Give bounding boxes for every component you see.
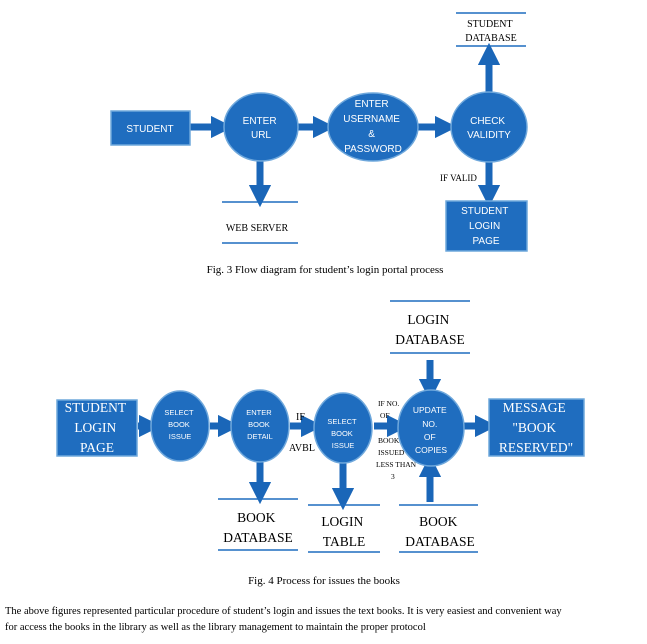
book-database-store-1: BOOK DATABASE	[218, 498, 298, 551]
enter-detail-line1: ENTER	[246, 408, 272, 417]
svg-text:STUDENT DATABASE: STUDENT DATABASE	[465, 19, 516, 44]
cond-line3: BOOK	[378, 436, 400, 445]
enter-url-line1: ENTER	[243, 116, 277, 127]
f4-login-page-line3: PAGE	[80, 440, 114, 455]
credentials-line4: PASSWORD	[344, 144, 402, 155]
book-db1-line1: BOOK	[237, 510, 276, 525]
update-line2: NO.	[422, 419, 437, 429]
update-line4: COPIES	[415, 445, 447, 455]
student-login-page-box-2	[56, 399, 138, 457]
svg-text:STUDENT LOGIN PAGE: STUDENT LOGIN PAGE	[461, 206, 511, 247]
svg-text:ENTER USERNAME &: ENTER USERNAME & PASSWORD	[343, 99, 402, 155]
student-login-page-box	[445, 200, 528, 252]
svg-text:WEB SERVER: WEB SERVER	[226, 223, 289, 234]
svg-text:STUDENT LOGIN PAGE: STUDENT LOGIN PAGE	[65, 400, 130, 455]
book-db2-line2: DATABASE	[405, 534, 474, 549]
svg-text:BOOK DATABASE: BOOK DATABASE	[405, 514, 474, 549]
validity-line1: CHECK	[470, 116, 505, 127]
svg-text:SELECT BOOK ISSUE: SELECT BOOK ISSUE	[164, 408, 195, 441]
book-database-store-2: BOOK DATABASE	[399, 504, 478, 553]
enter-url-process	[223, 92, 299, 162]
body-paragraph: The above figures represented particular…	[5, 604, 645, 636]
svg-text:UPDATE NO. OF: UPDATE NO. OF COPIES	[413, 405, 449, 455]
book-db2-line1: BOOK	[419, 514, 458, 529]
paragraph-line-1: The above figures represented particular…	[5, 606, 562, 617]
update-line1: UPDATE	[413, 405, 447, 415]
fig3-diagram: STUDENT ENTER URL ENTER USERNAME & PASSW…	[110, 12, 528, 276]
select-line2: BOOK	[168, 420, 190, 429]
enter-detail-line2: BOOK	[248, 420, 270, 429]
fig4-caption: Fig. 4 Process for issues the books	[248, 575, 400, 587]
svg-text:LOGIN TABLE: LOGIN TABLE	[321, 514, 366, 549]
login-table-store: LOGIN TABLE	[308, 504, 380, 553]
svg-text:CHECK VALIDITY: CHECK VALIDITY	[467, 116, 511, 141]
enter-credentials-process	[327, 92, 419, 162]
f4-login-page-line2: LOGIN	[74, 420, 116, 435]
select2-line1: SELECT	[327, 417, 357, 426]
credentials-line1: ENTER	[355, 99, 389, 110]
select2-line2: BOOK	[331, 429, 353, 438]
web-server-store: WEB SERVER	[222, 201, 298, 244]
if-valid-label: IF VALID	[440, 173, 477, 183]
message-box	[488, 398, 585, 457]
cond-line5: LESS THAN	[376, 460, 417, 469]
avbl-label: AVBL	[289, 443, 315, 454]
if-label: IF	[296, 412, 305, 423]
login-page-line2: LOGIN	[469, 221, 500, 232]
cond-line6: 3	[391, 472, 395, 481]
update-line3: OF	[424, 432, 436, 442]
svg-text:IF NO. OF BOOK: IF NO. OF BOOK ISSUED LESS THAN 3	[376, 399, 418, 481]
student-database-store: STUDENT DATABASE	[456, 12, 526, 47]
login-db-line2: DATABASE	[395, 332, 464, 347]
student-database-line1: STUDENT	[467, 19, 512, 30]
message-line3: RESERVED"	[499, 440, 573, 455]
svg-text:ENTER BOOK DETAIL: ENTER BOOK DETAIL	[246, 408, 274, 441]
select-book-issue-process	[150, 390, 210, 462]
flow-diagrams: STUDENT ENTER URL ENTER USERNAME & PASSW…	[56, 12, 585, 587]
svg-text:MESSAGE "BOOK RESE: MESSAGE "BOOK RESERVED"	[499, 400, 573, 455]
cond-line1: IF NO.	[378, 399, 399, 408]
svg-text:LOGIN DATABASE: LOGIN DATABASE	[395, 312, 464, 347]
student-database-line2: DATABASE	[465, 33, 516, 44]
paragraph-line-2: for access the books in the library as w…	[5, 622, 426, 633]
login-database-store: LOGIN DATABASE	[390, 300, 470, 354]
fig3-caption: Fig. 3 Flow diagram for student’s login …	[207, 264, 444, 276]
cond-line2: OF	[380, 411, 390, 420]
message-line2: "BOOK	[512, 420, 556, 435]
update-copies-process	[397, 389, 465, 467]
login-db-line1: LOGIN	[407, 312, 449, 327]
enter-url-line2: URL	[251, 130, 271, 141]
f4-login-page-line1: STUDENT	[65, 400, 127, 415]
svg-text:IF AVBL: IF AVBL	[289, 412, 315, 454]
validity-line2: VALIDITY	[467, 130, 511, 141]
login-page-line1: STUDENT	[461, 206, 508, 217]
svg-text:ENTER URL: ENTER URL	[243, 116, 280, 141]
enter-book-detail-process	[230, 389, 290, 463]
login-table-line1: LOGIN	[321, 514, 363, 529]
student-label: STUDENT	[126, 124, 173, 135]
login-page-line3: PAGE	[472, 236, 499, 247]
credentials-line2: USERNAME	[343, 114, 400, 125]
select-line1: SELECT	[164, 408, 194, 417]
fig4-diagram: STUDENT LOGIN PAGE SELECT BOOK ISSUE ENT…	[56, 300, 585, 587]
check-validity-process	[450, 91, 528, 163]
cond-line4: ISSUED	[378, 448, 405, 457]
login-table-line2: TABLE	[323, 534, 365, 549]
svg-text:STUDENT: STUDENT	[126, 124, 173, 135]
book-db1-line2: DATABASE	[223, 530, 292, 545]
select-line3: ISSUE	[169, 432, 192, 441]
select2-line3: ISSUE	[332, 441, 355, 450]
web-server-label: WEB SERVER	[226, 223, 289, 234]
svg-text:SELECT BOOK ISSUE: SELECT BOOK ISSUE	[327, 417, 358, 450]
svg-text:BOOK DATABASE: BOOK DATABASE	[223, 510, 292, 545]
student-box	[110, 110, 191, 146]
credentials-line3: &	[368, 129, 375, 140]
select-book-issue-process-2	[313, 392, 373, 464]
message-line1: MESSAGE	[503, 400, 566, 415]
enter-detail-line3: DETAIL	[247, 432, 273, 441]
